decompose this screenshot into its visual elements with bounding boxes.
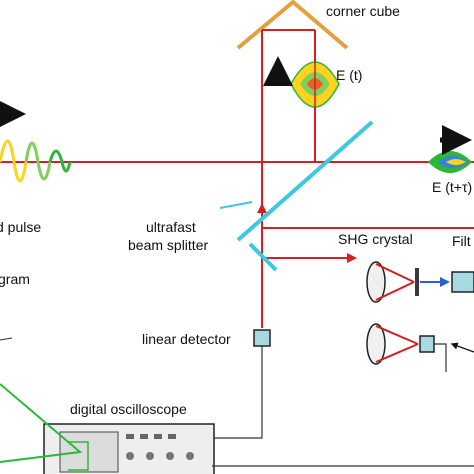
e-t-label: E (t): [336, 67, 362, 83]
beam-splitter-label-2: beam splitter: [128, 237, 208, 253]
detector-wire: [212, 346, 263, 439]
filter-label: Filt: [452, 233, 471, 249]
detector-icon-2: [419, 335, 435, 353]
splitter-pointer: [219, 201, 253, 209]
shg-crystal-label: SHG crystal: [338, 231, 413, 247]
pickoff-splitter-icon: [248, 242, 278, 272]
detector-icon: [253, 329, 271, 347]
linear-detector-label: linear detector: [142, 331, 231, 347]
shg-crystal-icon: [415, 268, 419, 296]
pointer-arrow: [450, 342, 474, 353]
focus-beam-2: [375, 325, 419, 363]
corner-cube-label: corner cube: [326, 3, 400, 19]
beam-splitter-label-1: ultrafast: [146, 219, 196, 235]
green-trace-wire: [0, 383, 83, 463]
oscilloscope-icon: [43, 423, 215, 474]
thin-line: [0, 337, 13, 341]
pulse-e-t-icon: [290, 50, 340, 120]
filter-icon: [451, 271, 474, 293]
shg-focus-beam: [375, 263, 415, 301]
wire-right: [434, 343, 447, 372]
gram-label: gram: [0, 271, 30, 287]
oscilloscope-label: digital oscilloscope: [70, 401, 187, 417]
pulse-label: d pulse: [0, 219, 41, 235]
e-t-tau-label: E (t+τ): [432, 179, 472, 195]
lens-icon: [366, 261, 386, 303]
green-box: [68, 441, 89, 471]
beam-path: [0, 29, 474, 328]
pulse-e-t-tau-icon: [428, 151, 472, 173]
lens-icon-2: [366, 323, 386, 365]
corner-cube-icon: [236, 0, 349, 50]
beam-splitter-icon: [236, 120, 374, 242]
incoming-pulse-icon: [0, 139, 72, 183]
